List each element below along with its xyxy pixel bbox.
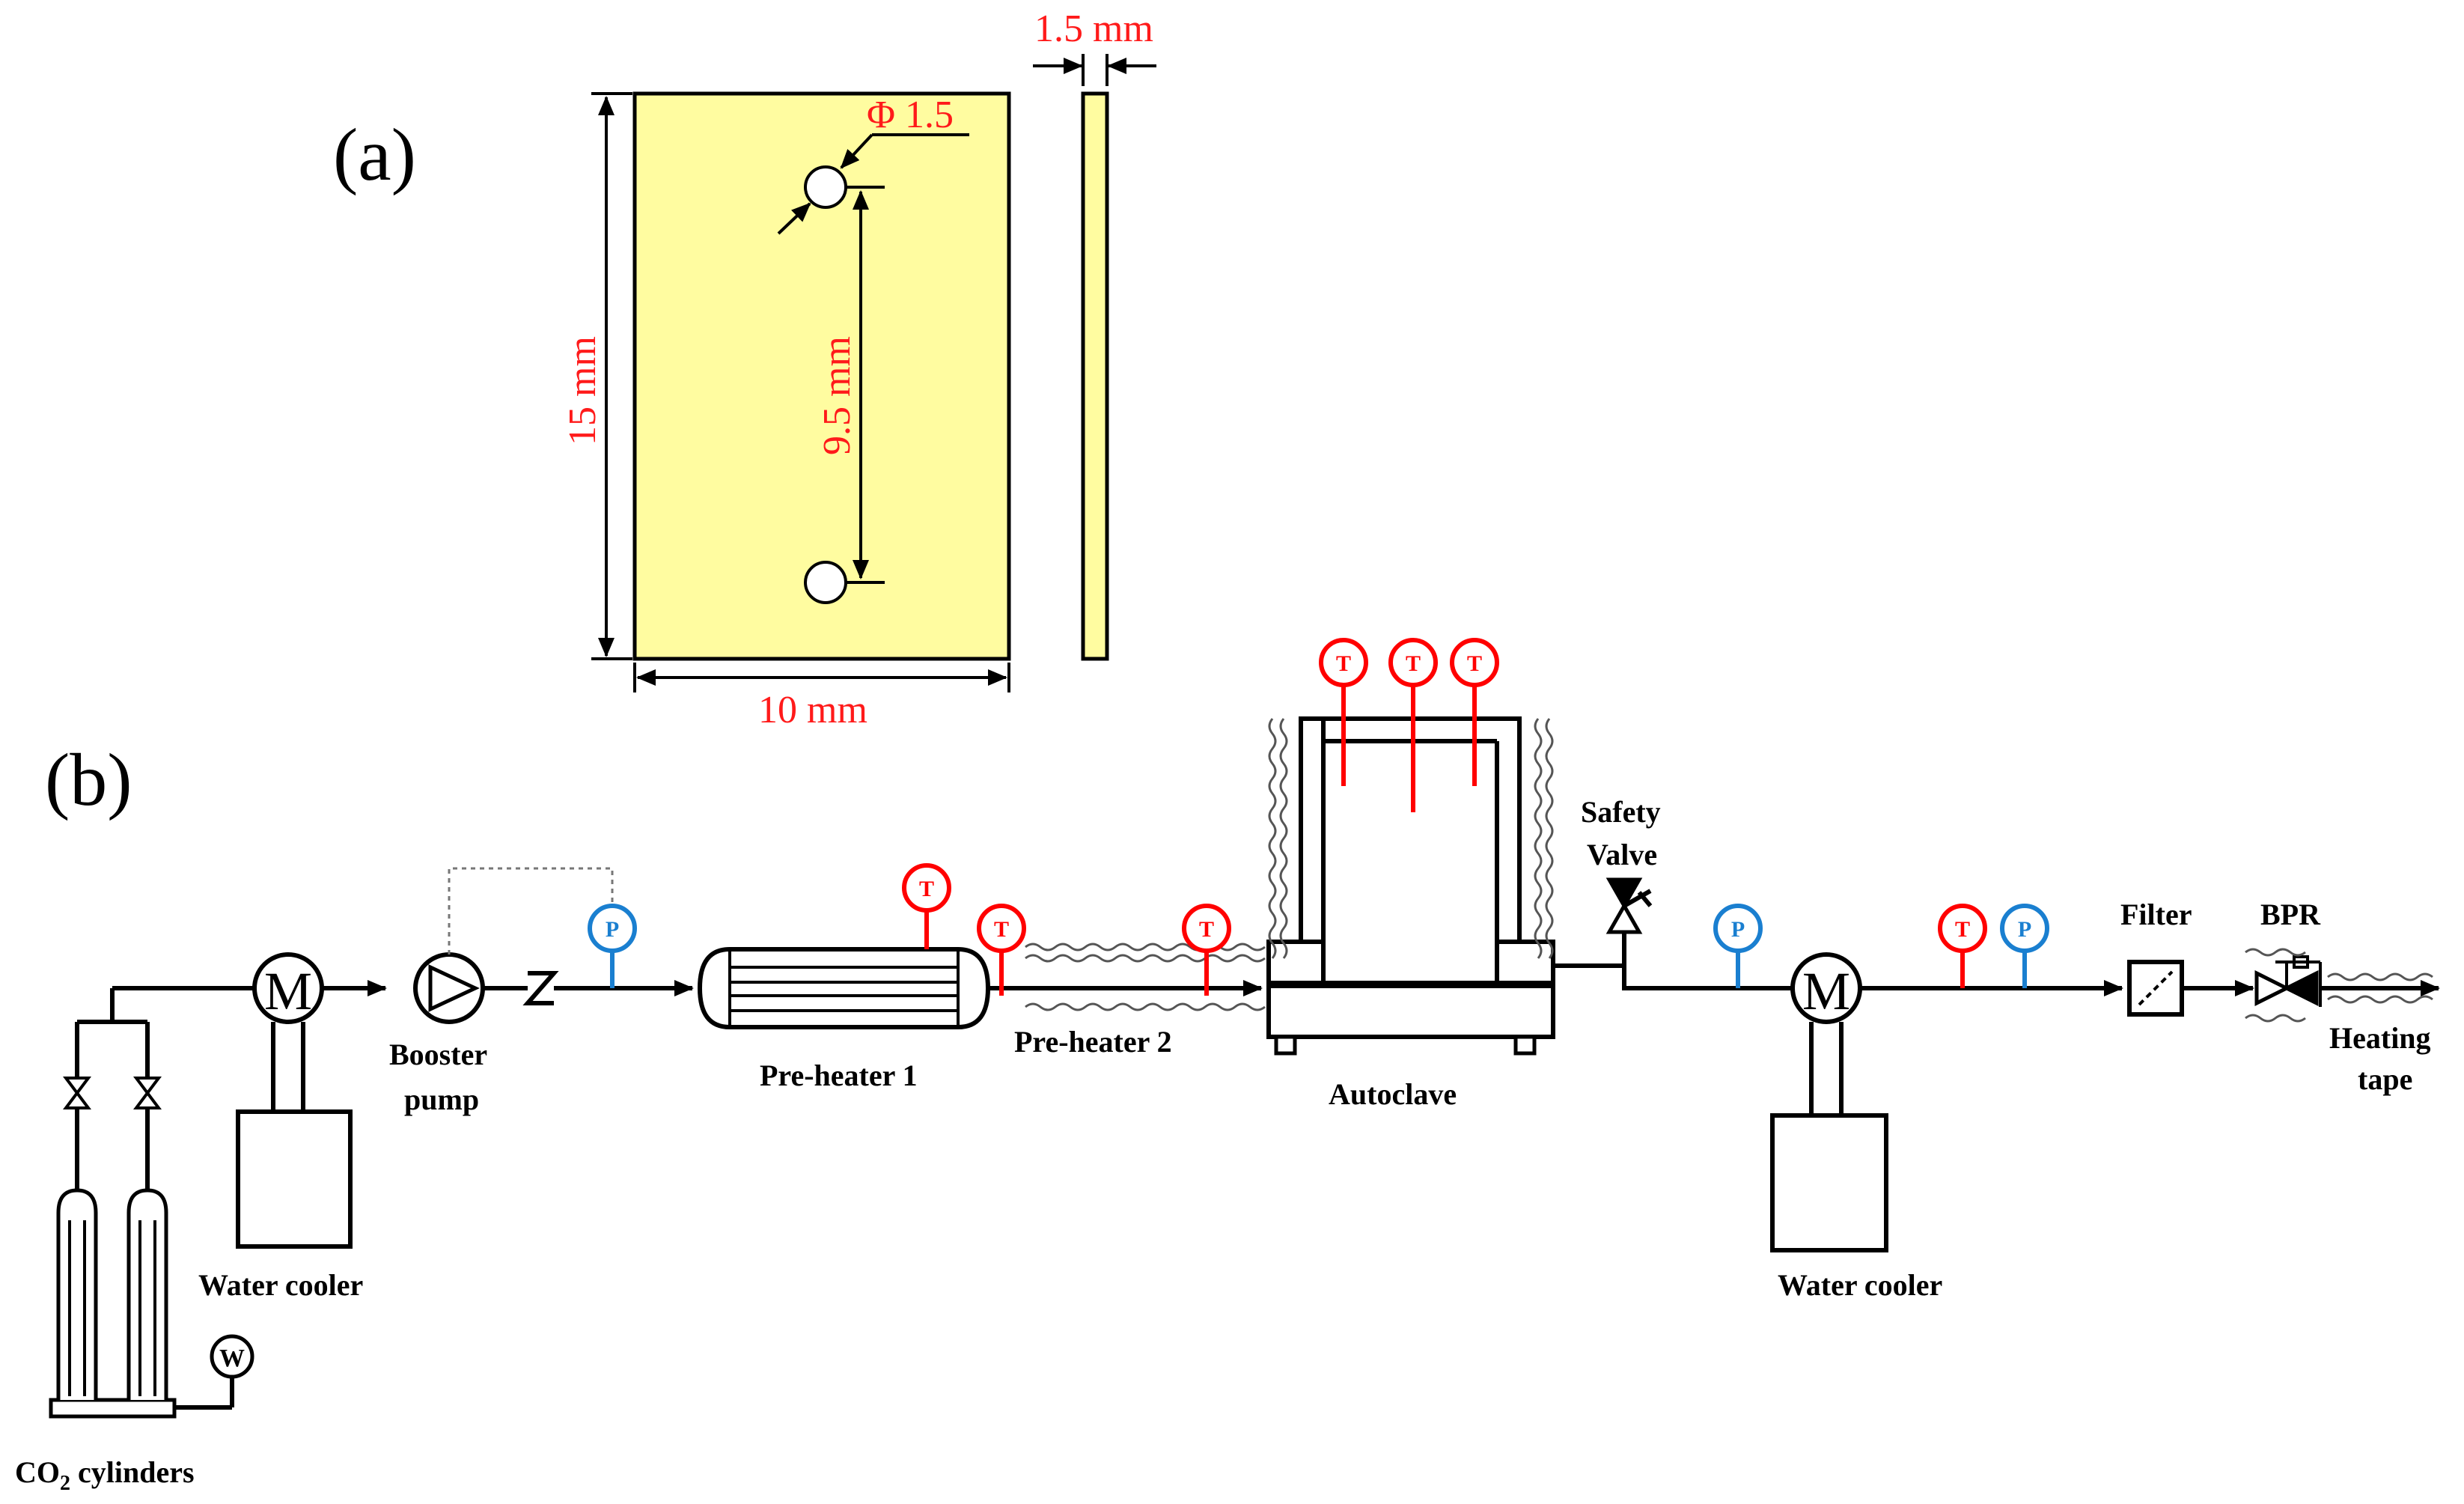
filter-label: Filter xyxy=(2120,898,2192,931)
panel-b-label: (b) xyxy=(45,738,132,821)
water-cooler-2: M Water cooler xyxy=(1770,952,1942,1302)
bpr-label: BPR xyxy=(2260,898,2321,931)
pressure-gauge-3-text: P xyxy=(2018,917,2031,942)
autoclave-label: Autoclave xyxy=(1329,1077,1457,1111)
heating-tape-label-2: tape xyxy=(2358,1062,2412,1096)
thickness-text: 1.5 mm xyxy=(1034,7,1153,50)
temp-gauge-3-text: T xyxy=(1199,917,1214,942)
booster-label-1: Booster xyxy=(389,1038,487,1071)
heating-tape-label-1: Heating xyxy=(2329,1021,2431,1055)
hole-top xyxy=(804,165,847,209)
weight-gauge-text: W xyxy=(219,1345,245,1372)
autoclave-temp-gauges: T T T xyxy=(1319,638,1499,812)
pressure-gauge-3: P xyxy=(2000,904,2049,988)
temp-gauge-2-text: T xyxy=(994,917,1009,942)
temp-gauge-7-text: T xyxy=(1955,917,1970,942)
temp-gauge-2: T xyxy=(977,904,1026,996)
panel-a: (a) 1.5 mm Φ 1.5 9.5 mm xyxy=(333,7,1156,731)
temp-gauge-6-text: T xyxy=(1467,651,1482,676)
co2-label: CO2 cylinders xyxy=(15,1455,195,1495)
width-text: 10 mm xyxy=(758,689,867,731)
water-cooler-1: M Water cooler xyxy=(198,952,363,1302)
pressure-gauge-1-text: P xyxy=(606,917,619,942)
thickness-dimension: 1.5 mm xyxy=(1033,7,1156,86)
motor-2-text: M xyxy=(1802,961,1850,1021)
pressure-gauge-1: P xyxy=(588,904,637,988)
width-dimension: 10 mm xyxy=(633,663,1010,731)
pressure-gauge-2: P xyxy=(1713,904,1763,988)
filter: Filter xyxy=(2120,898,2192,1017)
panel-a-label: (a) xyxy=(333,113,416,196)
bpr: BPR xyxy=(2245,898,2322,1023)
plate-side xyxy=(1081,91,1109,661)
panel-b: (b) W CO2 xyxy=(15,638,2440,1495)
temp-gauge-1-text: T xyxy=(919,877,934,901)
height-dimension: 15 mm xyxy=(561,92,632,660)
temp-gauge-7: T xyxy=(1938,904,1987,988)
motor-1-text: M xyxy=(264,961,312,1021)
booster-label-2: pump xyxy=(404,1083,479,1116)
heating-tape-preheater-2: Pre-heater 2 xyxy=(1014,943,1266,1059)
preheater-1-label: Pre-heater 1 xyxy=(760,1059,918,1092)
check-valve xyxy=(522,971,559,1005)
autoclave: Autoclave xyxy=(1266,716,1555,1111)
temp-gauge-3: T xyxy=(1182,904,1231,996)
booster-pump: Booster pump xyxy=(389,867,614,1116)
water-cooler-1-label: Water cooler xyxy=(198,1268,363,1302)
preheater-2-label: Pre-heater 2 xyxy=(1014,1025,1172,1059)
hole-bottom xyxy=(804,561,847,604)
hole-spacing-text: 9.5 mm xyxy=(816,336,859,455)
hole-diameter-dimension: Φ 1.5 xyxy=(777,94,969,235)
co2-cylinders: W CO2 cylinders xyxy=(15,988,254,1495)
water-cooler-2-label: Water cooler xyxy=(1778,1268,1942,1302)
safety-valve: Safety Valve xyxy=(1581,795,1661,966)
safety-label-1: Safety xyxy=(1581,795,1661,829)
preheater-1: Pre-heater 1 xyxy=(697,947,991,1092)
heating-tape-outlet: Heating tape xyxy=(2327,972,2433,1096)
temp-gauge-5-text: T xyxy=(1406,651,1421,676)
temp-gauge-1: T xyxy=(902,863,951,949)
safety-label-2: Valve xyxy=(1587,838,1657,871)
hole-diameter-text: Φ 1.5 xyxy=(867,94,954,136)
hole-spacing-dimension: 9.5 mm xyxy=(816,186,885,584)
pressure-gauge-2-text: P xyxy=(1731,917,1745,942)
height-text: 15 mm xyxy=(561,336,604,445)
temp-gauge-4-text: T xyxy=(1336,651,1351,676)
